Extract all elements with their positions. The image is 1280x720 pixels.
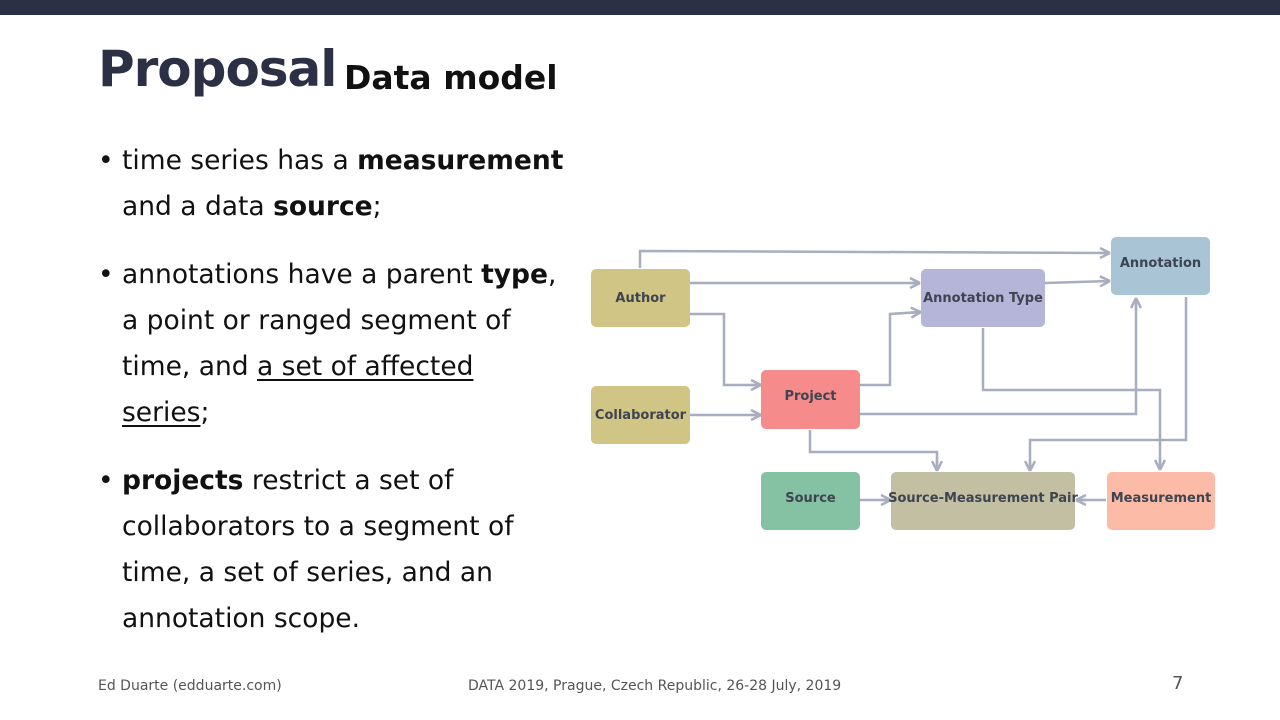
bullet-text: time, a set of series, and an — [122, 557, 493, 588]
node-source: Source — [761, 472, 860, 530]
edge-annotation-smp — [1030, 297, 1188, 471]
top-bar — [0, 0, 1280, 15]
bullet-text: a set of affected — [257, 351, 474, 382]
edge-project-smp — [808, 430, 937, 471]
bullet-text: and a data — [122, 191, 274, 222]
bullet-text: ; — [372, 191, 382, 222]
page-subtitle: Data model — [344, 58, 558, 97]
bullet-text: ; — [200, 397, 210, 428]
page-number: 7 — [1172, 673, 1184, 694]
edge-annotation-type-annotation — [1044, 281, 1110, 283]
edge-author-annotation — [638, 251, 1110, 268]
node-annotation-type: Annotation Type — [921, 269, 1045, 327]
bullet-text: source — [273, 191, 373, 222]
node-author: Author — [591, 269, 690, 327]
edge-author-project — [690, 312, 761, 385]
bullet-text: annotation scope. — [122, 603, 360, 634]
bullet-text: series — [122, 397, 201, 428]
node-source-measurement-pair: Source-Measurement Pair — [888, 472, 1078, 530]
node-measurement: Measurement — [1107, 472, 1215, 530]
bullet-text: restrict a set of — [243, 465, 454, 496]
node-annotation: Annotation — [1111, 237, 1210, 295]
edge-project-annotation-type — [860, 312, 921, 387]
footer-author: Ed Duarte (edduarte.com) — [98, 678, 282, 694]
edge-project-annotation — [860, 298, 1136, 416]
bullet-text: , — [547, 259, 557, 290]
footer-event: DATA 2019, Prague, Czech Republic, 26-28… — [468, 678, 842, 694]
bullet-text: measurement — [357, 145, 564, 176]
bullet-text: a point or ranged segment of — [122, 305, 511, 336]
bullet-text: type — [481, 259, 548, 290]
edge-annotation-type-measurement — [981, 328, 1160, 470]
node-collaborator: Collaborator — [591, 386, 690, 444]
bullet-item: annotations have a parent type, a point o… — [98, 252, 578, 436]
bullet-item: projects restrict a set of collaborators … — [98, 458, 578, 642]
bullet-text: time series has a — [122, 145, 358, 176]
bullet-text: collaborators to a segment of — [122, 511, 514, 542]
page-title: Proposal — [98, 40, 337, 98]
node-project: Project — [761, 370, 860, 429]
bullet-text: time, and — [122, 351, 257, 382]
bullet-text: projects — [122, 465, 244, 496]
bullet-text: annotations have a parent — [122, 259, 482, 290]
